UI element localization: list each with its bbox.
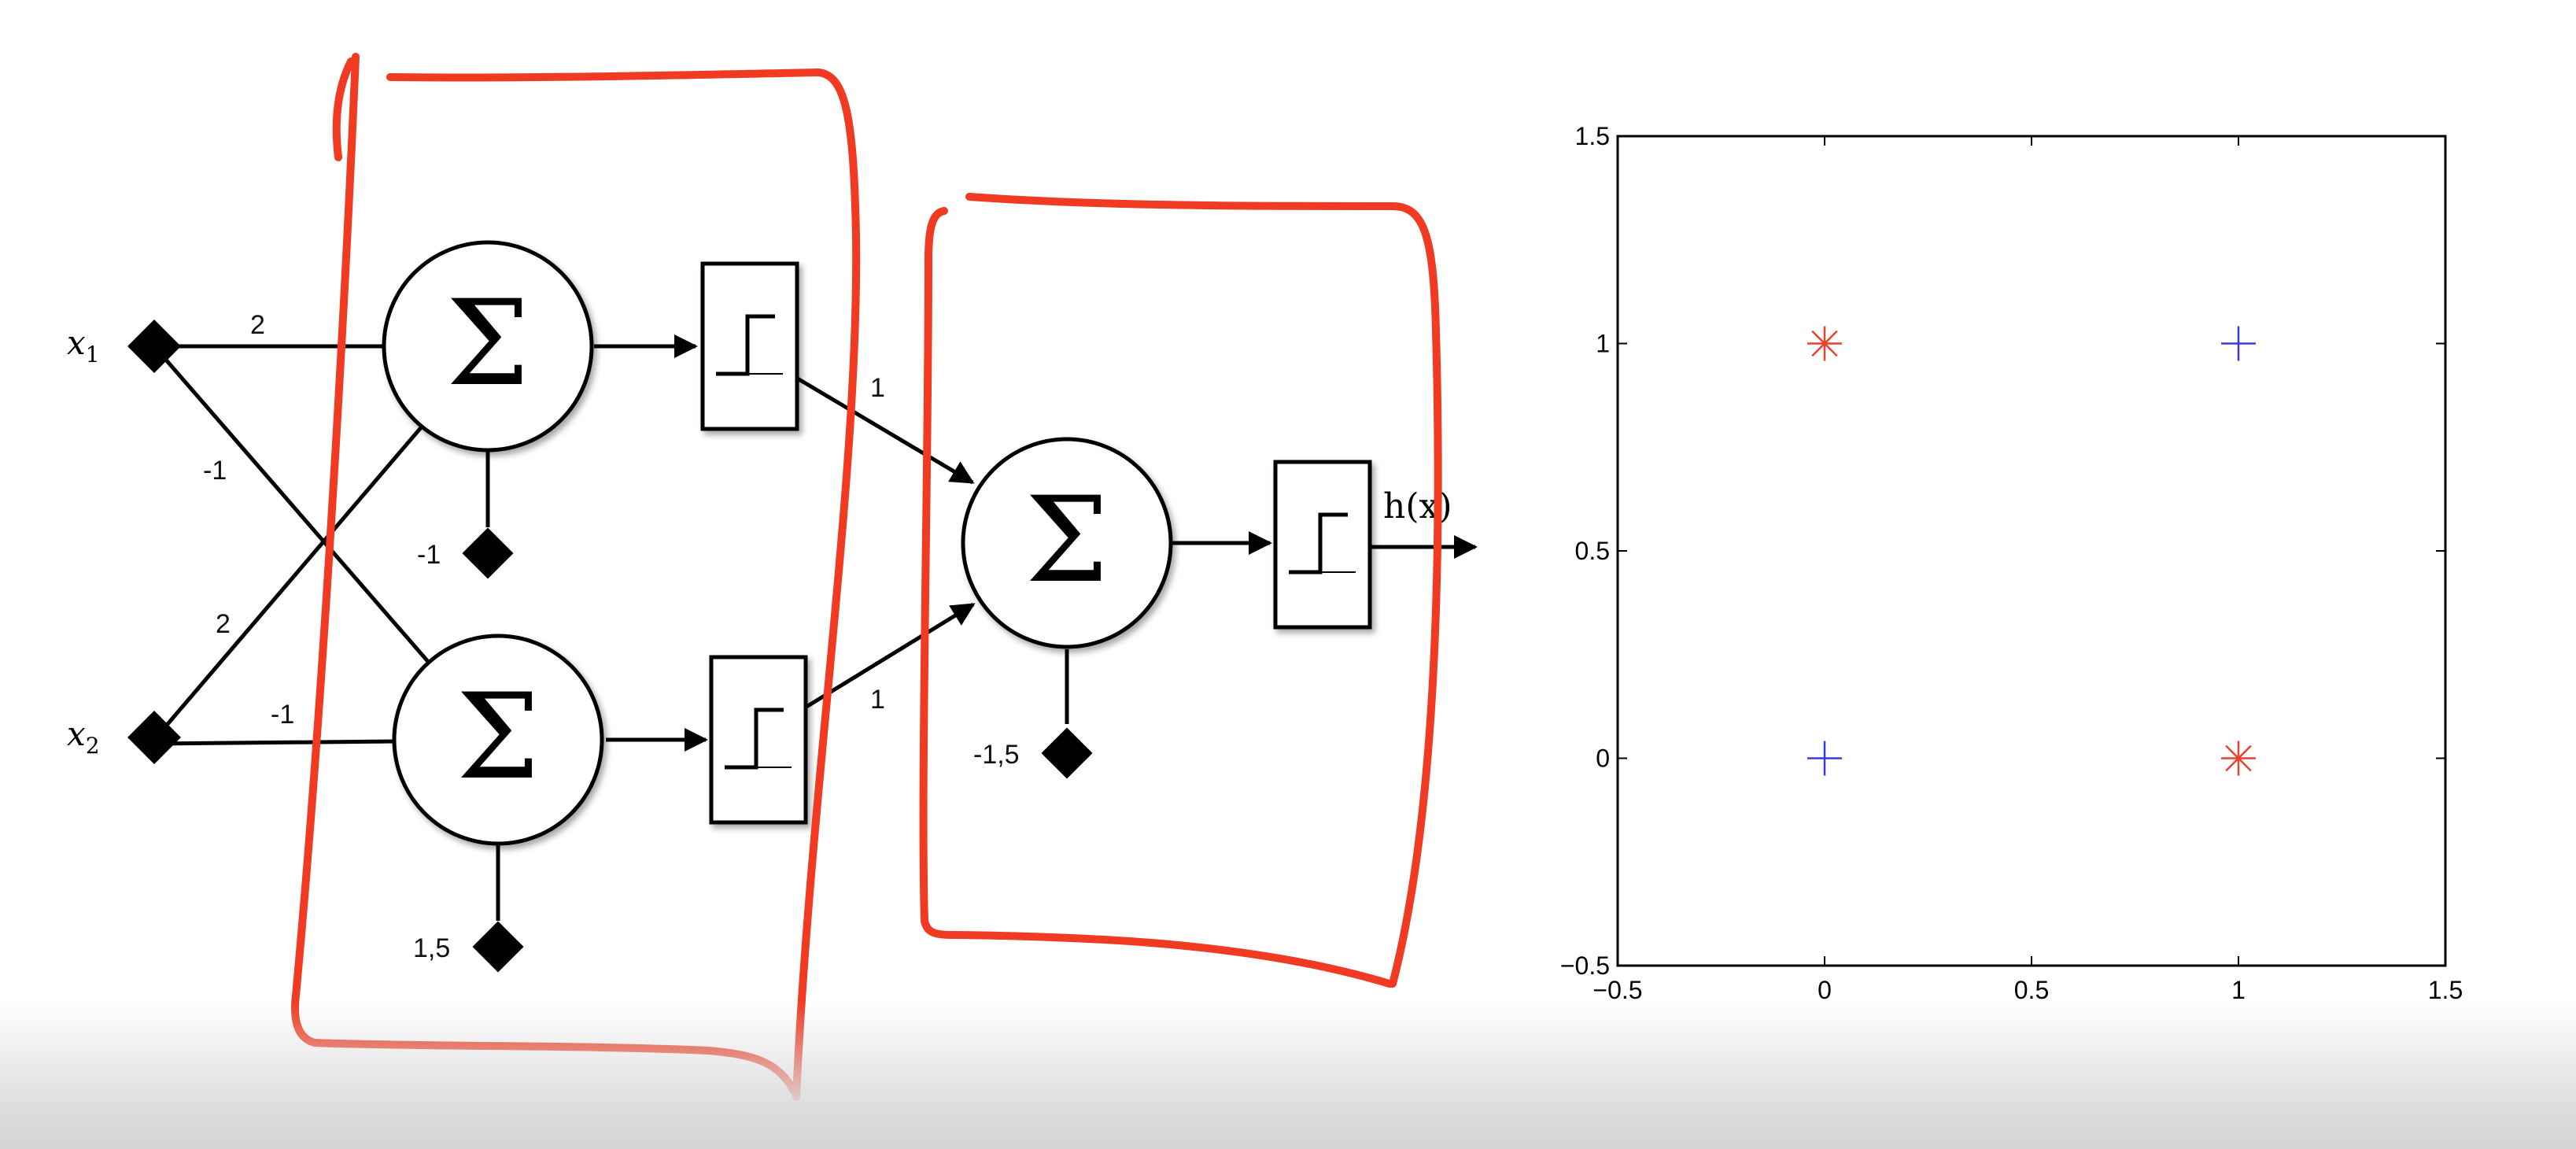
x-tick-label: 1	[2231, 976, 2246, 1004]
annotation-hidden-layer	[291, 53, 861, 1101]
edge-x2-bottom	[153, 739, 397, 746]
bottom-shade	[0, 999, 2576, 1149]
step-function-icon	[716, 314, 775, 376]
plot-axes-frame	[1616, 135, 2447, 967]
sum-symbol: Σ	[1025, 472, 1109, 609]
sum-symbol: Σ	[446, 275, 530, 412]
network-diagram: x1 x2 2 -1 2 -1 1 1 -1 1,5 -1,5 Σ Σ Σ	[67, 240, 1478, 973]
edge-x1-bottom	[153, 345, 431, 665]
weight-x1-bottom: -1	[203, 456, 227, 486]
asterisk-marker	[2221, 741, 2256, 776]
plus-marker	[1807, 741, 1842, 776]
sum-neuron-top: Σ	[382, 240, 594, 453]
edge-bottom-output	[805, 602, 976, 709]
y-tick-label: −0.5	[1560, 951, 1610, 980]
bias-bottom-label: 1,5	[413, 933, 450, 963]
connections	[153, 334, 1478, 921]
y-tick-label: 1.5	[1575, 122, 1610, 150]
sum-neuron-bottom: Σ	[392, 634, 604, 846]
input-nodes	[127, 320, 1093, 973]
step-box-output	[1273, 460, 1372, 630]
step-function-icon	[1289, 512, 1348, 574]
edge-top-output	[795, 375, 975, 485]
asterisk-marker	[1807, 326, 1842, 361]
x-tick-label: 0	[1818, 976, 1832, 1004]
input-x1-label: x1	[67, 323, 100, 368]
plus-marker	[2221, 326, 2256, 361]
weight-top-output: 1	[870, 373, 885, 403]
annotation-output-layer	[919, 193, 1442, 988]
input-x1-diamond	[127, 320, 181, 373]
weight-x2-bottom: -1	[271, 700, 294, 730]
bias-top-label: -1	[417, 540, 441, 570]
bias-top-diamond	[462, 527, 514, 579]
bias-bottom-diamond	[472, 921, 524, 973]
bias-output-diamond	[1041, 727, 1093, 779]
weight-bottom-output: 1	[870, 685, 885, 715]
step-box-bottom	[709, 655, 808, 825]
y-tick-label: 1	[1596, 330, 1610, 358]
y-tick-label: 0	[1596, 744, 1610, 773]
step-function-icon	[725, 708, 784, 770]
weight-x1-top: 2	[250, 310, 265, 340]
bias-output-label: -1,5	[973, 740, 1020, 770]
step-box-top	[700, 261, 799, 431]
plot-marks	[1807, 326, 2256, 776]
sum-neuron-output: Σ	[961, 437, 1173, 649]
y-tick-label: 0.5	[1575, 537, 1610, 565]
weight-x2-top: 2	[216, 609, 231, 639]
sum-symbol: Σ	[456, 669, 540, 806]
input-x2-label: x2	[67, 715, 100, 759]
edge-x2-top	[153, 424, 424, 741]
